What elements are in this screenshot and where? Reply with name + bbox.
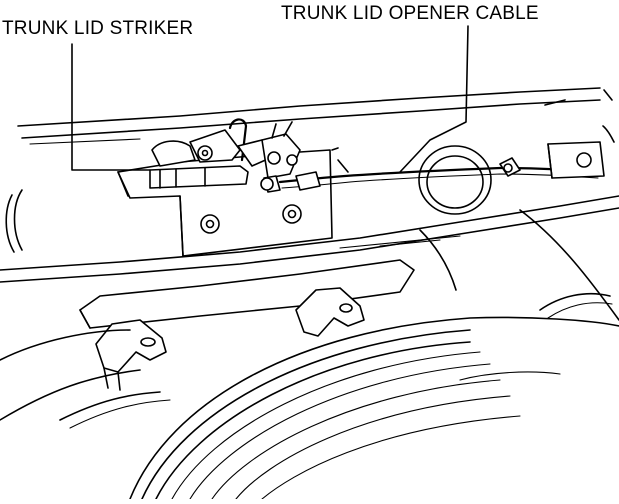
access-hole xyxy=(418,145,492,215)
right-lower-arcs xyxy=(419,209,619,381)
opener-cable xyxy=(278,157,602,191)
left-arc xyxy=(5,189,23,253)
left-lower-arcs xyxy=(0,329,171,429)
striker-bracket xyxy=(117,147,339,257)
lower-ledge xyxy=(79,259,415,329)
wheel-well-arcs xyxy=(129,316,619,500)
left-lower-bracket xyxy=(95,319,167,391)
opener-cable-label: TRUNK LID OPENER CABLE xyxy=(281,3,539,24)
leader-lines xyxy=(71,25,469,173)
right-clip xyxy=(547,141,605,179)
striker-assembly xyxy=(149,118,301,193)
mid-panel-lines xyxy=(0,195,619,283)
upper-panel-lines xyxy=(17,87,615,145)
striker-label: TRUNK LID STRIKER xyxy=(2,18,194,39)
center-lower-bracket xyxy=(295,287,365,337)
